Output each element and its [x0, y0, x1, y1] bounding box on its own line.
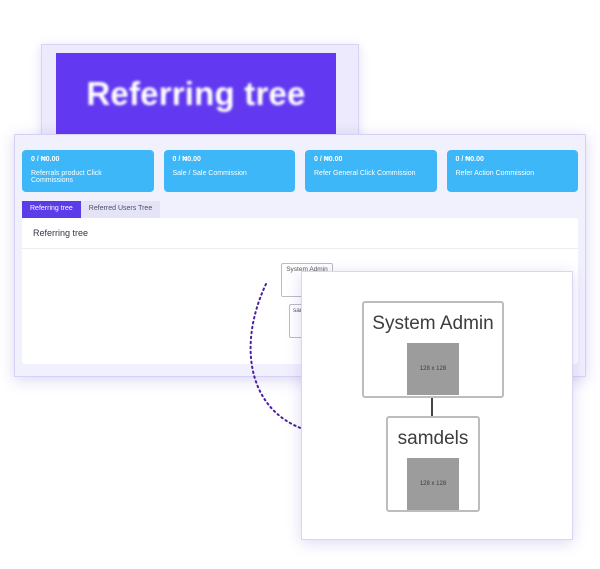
stat-label: Sale / Sale Commission: [172, 170, 247, 177]
panel-title: Referring tree: [22, 218, 578, 249]
title-banner: Referring tree: [56, 53, 336, 135]
stat-card-sale: 0 / ₦0.00 Sale / Sale Commission: [163, 150, 295, 192]
tree-zoom-panel: System Admin 128 x 128 samdels 128 x 128: [301, 271, 573, 540]
stat-value: 0 / ₦0.00: [455, 156, 484, 163]
stat-card-general-click: 0 / ₦0.00 Refer General Click Commission: [305, 150, 437, 192]
tree-link: [431, 398, 433, 416]
stat-card-product-clicks: 0 / ₦0.00 Referrals product Click Commis…: [22, 150, 154, 192]
stat-value: 0 / ₦0.00: [314, 156, 343, 163]
node-name: System Admin: [286, 266, 328, 273]
stat-label: Refer General Click Commission: [314, 170, 416, 177]
tab-referred-users-tree[interactable]: Referred Users Tree: [80, 201, 161, 218]
stat-label: Referrals product Click Commissions: [31, 170, 102, 184]
tab-referring-tree[interactable]: Referring tree: [22, 201, 81, 218]
stat-card-action: 0 / ₦0.00 Refer Action Commission: [446, 150, 578, 192]
stats-row: 0 / ₦0.00 Referrals product Click Commis…: [22, 150, 578, 192]
node-name: samdels: [397, 428, 469, 449]
tree-tabs: Referring tree Referred Users Tree: [22, 201, 161, 218]
node-name: System Admin: [372, 313, 494, 334]
node-avatar-placeholder: 128 x 128: [407, 458, 459, 510]
stat-label: Refer Action Commission: [455, 170, 535, 177]
banner-title: Referring tree: [86, 75, 306, 112]
node-avatar-placeholder: 128 x 128: [407, 343, 459, 395]
stat-value: 0 / ₦0.00: [172, 156, 201, 163]
tree-node-samdels-zoom[interactable]: samdels 128 x 128: [386, 416, 480, 512]
stat-value: 0 / ₦0.00: [31, 156, 60, 163]
tree-node-system-admin-zoom[interactable]: System Admin 128 x 128: [362, 301, 504, 398]
